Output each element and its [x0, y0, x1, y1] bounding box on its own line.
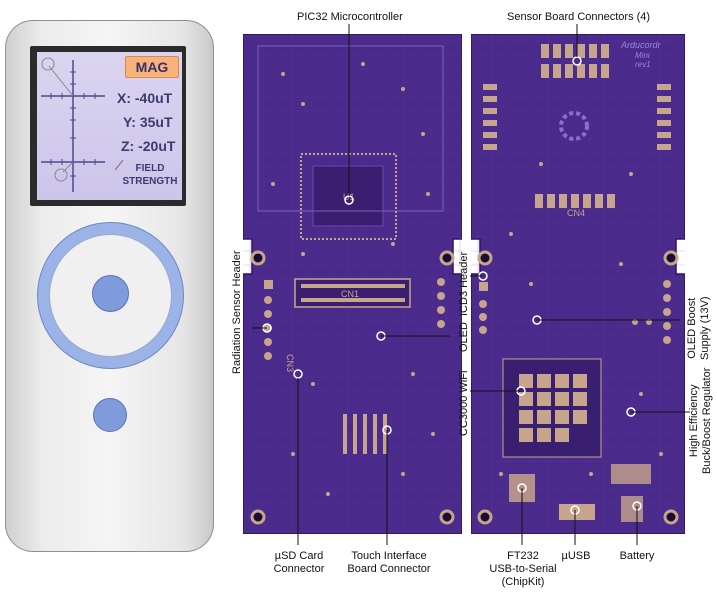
touch-line1: Touch Interface [351, 550, 427, 562]
cn1-label: CN1 [341, 289, 359, 299]
field-plot [41, 57, 124, 192]
z-reading: Z: -20uT [121, 138, 176, 154]
device-screen: MAG X: -40uT Y: 35uT Z: -20uT FIELD STRE… [37, 52, 182, 200]
pcb-back: CN4 Arducordr Mini rev1 [471, 34, 685, 534]
callout-radiation-header: Radiation Sensor Header [231, 250, 243, 374]
callout-usd-card: µSD Card Connector [268, 550, 330, 576]
field-label-line1: FIELD [135, 163, 165, 174]
callout-musb: µUSB [561, 550, 591, 562]
y-reading: Y: 35uT [123, 114, 173, 130]
callout-pic32: PIC32 Microcontroller [297, 11, 403, 23]
oled-boost-line1: OLED Boost [686, 297, 698, 359]
cn3-label: CN3 [285, 354, 295, 372]
x-reading: X: -40uT [117, 90, 173, 106]
callout-touch-connector: Touch Interface Board Connector [340, 550, 438, 576]
ft232-line1: FT232 [507, 550, 539, 562]
arducordr-line2: Mini [635, 51, 650, 60]
ft232-line3: (ChipKit) [501, 576, 545, 588]
callout-icd3-header: ICD3 Header [458, 251, 470, 316]
callout-cc3000: CC3000 WiFi [458, 370, 470, 436]
mode-badge[interactable]: MAG [125, 56, 179, 78]
touch-line2: Board Connector [347, 563, 431, 575]
callout-sensor-connectors: Sensor Board Connectors (4) [507, 11, 651, 23]
arducordr-line3: rev1 [635, 60, 651, 69]
callout-ft232: FT232 USB-to-Serial (ChipKit) [487, 550, 559, 589]
usd-line2: Connector [273, 563, 325, 575]
oled-boost-line2: Supply (13V) [699, 296, 711, 360]
cn4-label: CN4 [567, 208, 585, 218]
callout-buck-boost: High Efficiency Buck/Boost Regulator [688, 368, 714, 474]
field-label-line2: STRENGTH [122, 176, 178, 187]
home-button[interactable] [93, 398, 127, 432]
buck-boost-line2: Buck/Boost Regulator [701, 367, 713, 474]
wheel-center-button[interactable] [92, 275, 129, 312]
callout-battery: Battery [619, 550, 655, 562]
ft232-line2: USB-to-Serial [489, 563, 557, 575]
field-strength-label: FIELD STRENGTH [117, 162, 182, 188]
callout-oled: OLED [458, 322, 470, 352]
u1-label: U1 [343, 192, 355, 202]
buck-boost-line1: High Efficiency [688, 384, 700, 458]
callout-oled-boost: OLED Boost Supply (13V) [686, 296, 712, 360]
arducordr-line1: Arducordr [620, 40, 662, 50]
pcb-front: U1 CN1 CN3 [243, 34, 462, 534]
usd-line1: µSD Card [274, 550, 324, 562]
